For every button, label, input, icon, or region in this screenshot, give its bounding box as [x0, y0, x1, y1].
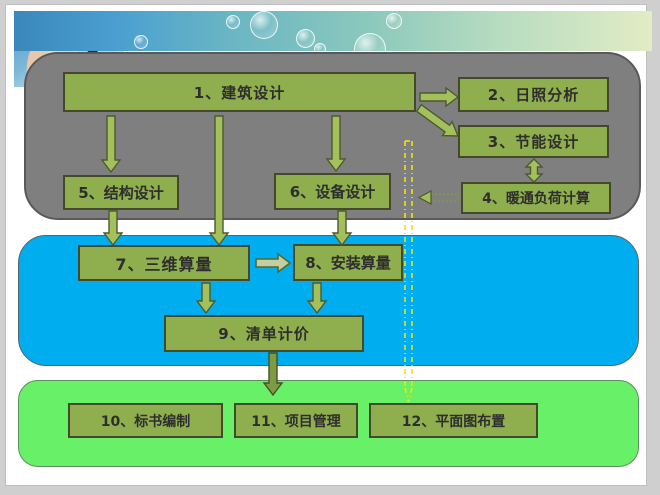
step-label: 2、日照分析: [487, 86, 580, 104]
bubble-icon: [296, 29, 315, 48]
step-label: 11、项目管理: [251, 413, 341, 430]
step-label: 10、标书编制: [100, 413, 191, 430]
bubble-icon: [226, 15, 240, 29]
step-label: 7、三维算量: [115, 255, 213, 274]
step-box-12: 12、平面图布置: [369, 403, 538, 438]
step-box-7: 7、三维算量: [78, 245, 250, 281]
step-box-11: 11、项目管理: [234, 403, 358, 438]
slide-canvas: 1、建筑设计 2、日照分析 3、节能设计 4、暖通负荷计算 5、结构设计 6、设…: [5, 4, 652, 486]
step-label: 9、清单计价: [218, 325, 310, 343]
bubble-icon: [386, 13, 402, 29]
step-box-4: 4、暖通负荷计算: [461, 182, 611, 214]
bubble-icon: [134, 35, 148, 49]
step-label: 3、节能设计: [487, 133, 580, 151]
step-label: 1、建筑设计: [193, 83, 286, 102]
step-box-8: 8、安装算量: [293, 244, 403, 281]
banner-gradient: [14, 11, 652, 65]
step-box-5: 5、结构设计: [63, 175, 179, 210]
step-label: 8、安装算量: [305, 254, 391, 272]
step-label: 12、平面图布置: [401, 413, 506, 430]
step-box-2: 2、日照分析: [458, 77, 609, 112]
step-box-6: 6、设备设计: [274, 173, 391, 210]
step-label: 6、设备设计: [289, 183, 376, 201]
step-box-10: 10、标书编制: [68, 403, 223, 438]
step-label: 4、暖通负荷计算: [482, 191, 590, 207]
step-box-3: 3、节能设计: [458, 125, 609, 158]
bubble-icon: [250, 11, 278, 39]
step-box-9: 9、清单计价: [164, 315, 364, 352]
step-box-1: 1、建筑设计: [63, 72, 416, 112]
step-label: 5、结构设计: [78, 184, 164, 202]
